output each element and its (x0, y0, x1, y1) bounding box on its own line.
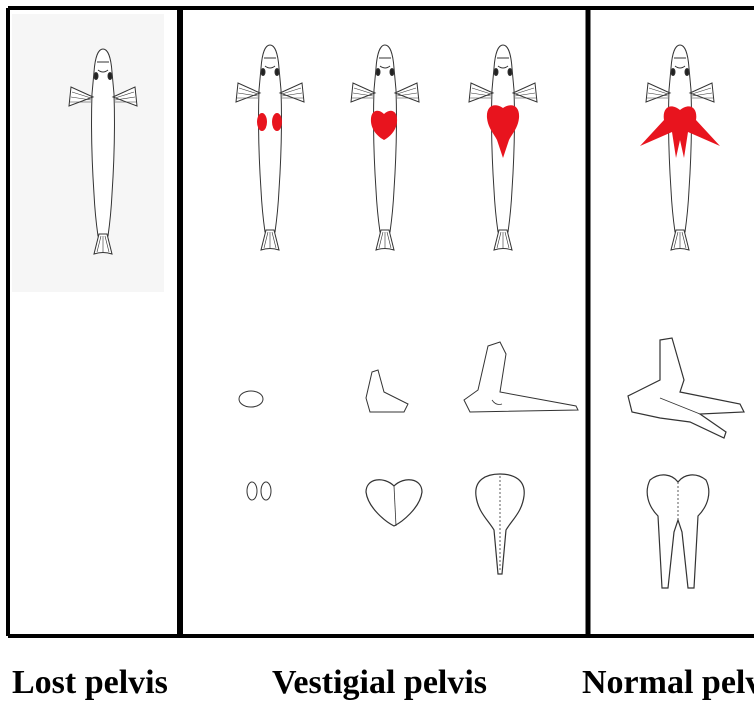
bone-lateral-medium (366, 370, 408, 412)
bone-ventral-small-right (261, 482, 271, 500)
label-lost-pelvis: Lost pelvis (12, 663, 168, 703)
fish-vestigial-medium (351, 45, 419, 250)
bone-lateral-small (239, 391, 263, 407)
label-vestigial-pelvis: Vestigial pelvis (272, 663, 487, 703)
panel-normal-pelvis (628, 45, 744, 588)
photo-background (12, 14, 164, 292)
bone-ventral-small-left (247, 482, 257, 500)
bone-lateral-large (464, 342, 578, 412)
panel-vestigial-pelvis (236, 45, 578, 574)
panel-lost-pelvis (12, 14, 164, 292)
fish-vestigial-large (469, 45, 537, 250)
label-normal-pelvis: Normal pelvis (582, 663, 754, 703)
fish-normal-pelvis (640, 45, 720, 250)
fish-vestigial-small (236, 45, 304, 250)
bone-lateral-normal (628, 338, 744, 438)
